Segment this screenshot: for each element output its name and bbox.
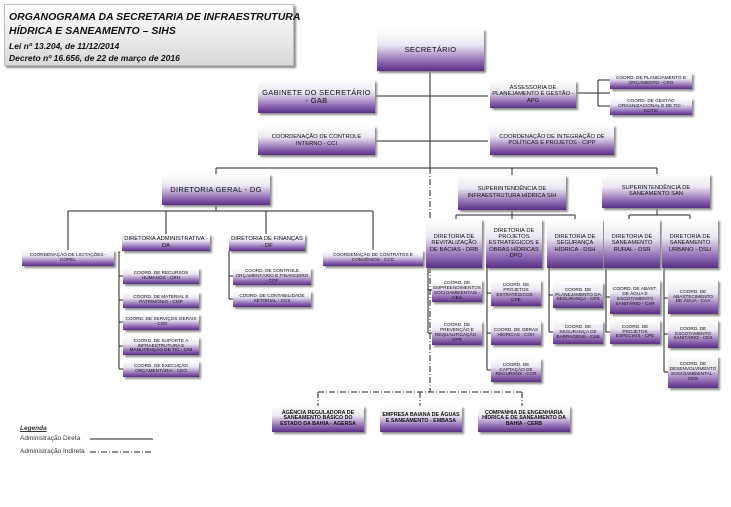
box-embasa: EMPRESA BAIANA DE ÁGUAS E SANEAMENTO - E… [380, 406, 462, 432]
legend-indirect-label: Administração Indireta [20, 448, 85, 455]
box-sih: SUPERINTENDÊNCIA DE INFRAESTRUTURA HÍDRI… [458, 175, 566, 210]
box-ccc: COORDENAÇÃO DE CONTRATOS E CONVÊNIOS - C… [323, 250, 423, 266]
box-cps: COORD. DE PLANEJAMENTO DA SEGURANÇA - CP… [553, 282, 603, 308]
box-cea: COORD. DE EMPREENDIMENTOS SOCIOAMBIENTAI… [432, 280, 482, 302]
box-cpo: COORD. DE PLANEJAMENTO E ORÇAMENTO - CPO [610, 73, 692, 89]
header-panel: ORGANOGRAMA DA SECRETARIA DE INFRAESTRUT… [4, 4, 300, 66]
box-agersa: AGÊNCIA REGULADORA DE SANEAMENTO BÁSICO … [272, 406, 364, 432]
box-csg: COORD. DE SERVIÇOS GERAIS - CSG [123, 314, 199, 330]
box-cpe: COORD. DE PROJETOS ESTRATÉGICOS - CPE [491, 280, 541, 306]
box-coh: COORD. DE OBRAS HÍDRICAS - COH [491, 321, 541, 345]
box-cerb: COMPANHIA DE ENGENHARIA HÍDRICA E DE SAN… [478, 406, 570, 432]
box-copel: COORDENAÇÃO DE LICITAÇÕES - COPEL [22, 250, 114, 266]
box-cim: COORD. DE SUPORTE À INFRAESTRUTURA E MAN… [123, 337, 199, 355]
page-title-line2: HÍDRICA E SANEAMENTO – SIHS [9, 25, 176, 37]
law-reference: Lei nº 13.204, de 11/12/2014 [9, 41, 120, 51]
box-caa: COORD. DE ABASTECIMENTO DE ÁGUA - CAA [668, 280, 718, 314]
box-dsu: DIRETORIA DE SANEAMENTO URBANO - DSU [662, 219, 718, 268]
page-title-line1: ORGANOGRAMA DA SECRETARIA DE INFRAESTRUT… [9, 11, 301, 23]
box-cds: COORD. DE DESENVOLVIMENTO SOCIOAMBIENTAL… [668, 356, 718, 388]
box-secretario: SECRETÁRIO [377, 29, 484, 71]
legend-direct-label: Administração Direta [20, 435, 81, 442]
decree-reference: Decreto nº 16.656, de 22 de março de 201… [9, 53, 180, 63]
box-da: DIRETORIA ADMINISTRATIVA - DA [122, 234, 210, 251]
box-crh: COORD. DE RECURSOS HUMANOS - CRH [123, 268, 199, 284]
box-gabinete: GABINETE DO SECRETÁRIO - GAB [258, 80, 375, 113]
box-apg: ASSESSORIA DE PLANEJAMENTO E GESTÃO - AP… [490, 81, 576, 108]
box-san: SUPERINTENDÊNCIA DE SANEAMENTO SAN [602, 174, 710, 208]
box-ces: COORD. DE ESGOTAMENTO SANITÁRIO - CES [668, 320, 718, 348]
box-cpe-san: COORD. DE PROJETOS ESPECIAIS - CPE [610, 320, 660, 344]
box-cotic: COORD. DE GESTÃO ORGANIZACIONAL E DE TIC… [610, 98, 692, 115]
box-ccr: COORD. DE CAPTAÇÃO DE RECURSOS - CCR [491, 358, 541, 382]
box-df: DIRETORIA DE FINANÇAS - DF [229, 234, 305, 251]
box-dsr: DIRETORIA DE SANEAMENTO RURAL - DSR [604, 219, 660, 268]
box-cci: COORDENAÇÃO DE CONTROLE INTERNO - CCI [258, 126, 375, 155]
box-cof: COORD. DE CONTROLE ORÇAMENTÁRIO E FINANC… [233, 268, 311, 285]
box-ceo: COORD. DE EXECUÇÃO ORÇAMENTÁRIA - CEO [123, 361, 199, 377]
legend-title: Legenda [20, 425, 47, 432]
box-ccs: COORD. DE CONTABILIDADE SETORIAL - CCS [233, 291, 311, 307]
box-dpo: DIRETORIA DE PROJETOS ESTRATÉGICOS E OBR… [486, 219, 542, 268]
box-car: COORD. DE ABAST. DE ÁGUA E ESGOTAMENTO S… [610, 280, 660, 314]
box-cipp: COORDENAÇÃO DE INTEGRAÇÃO DE POLÍTICAS E… [490, 125, 614, 155]
box-cmp: COORD. DE MATERIAL E PATRIMÔNIO - CMP [123, 292, 199, 308]
box-drb: DIRETORIA DE REVITALIZAÇÃO DE BACIAS - D… [426, 219, 482, 268]
box-dg: DIRETORIA GERAL - DG [162, 174, 270, 205]
box-cpr: COORD. DE PREVENÇÃO E REQUALIFICAÇÃO - C… [432, 321, 482, 345]
box-dsh: DIRETORIA DE SEGURANÇA HÍDRICA - DSH [547, 219, 603, 268]
box-csb: COORD. DE SEGURANÇA DE BARRAGENS - CSB [553, 321, 603, 344]
